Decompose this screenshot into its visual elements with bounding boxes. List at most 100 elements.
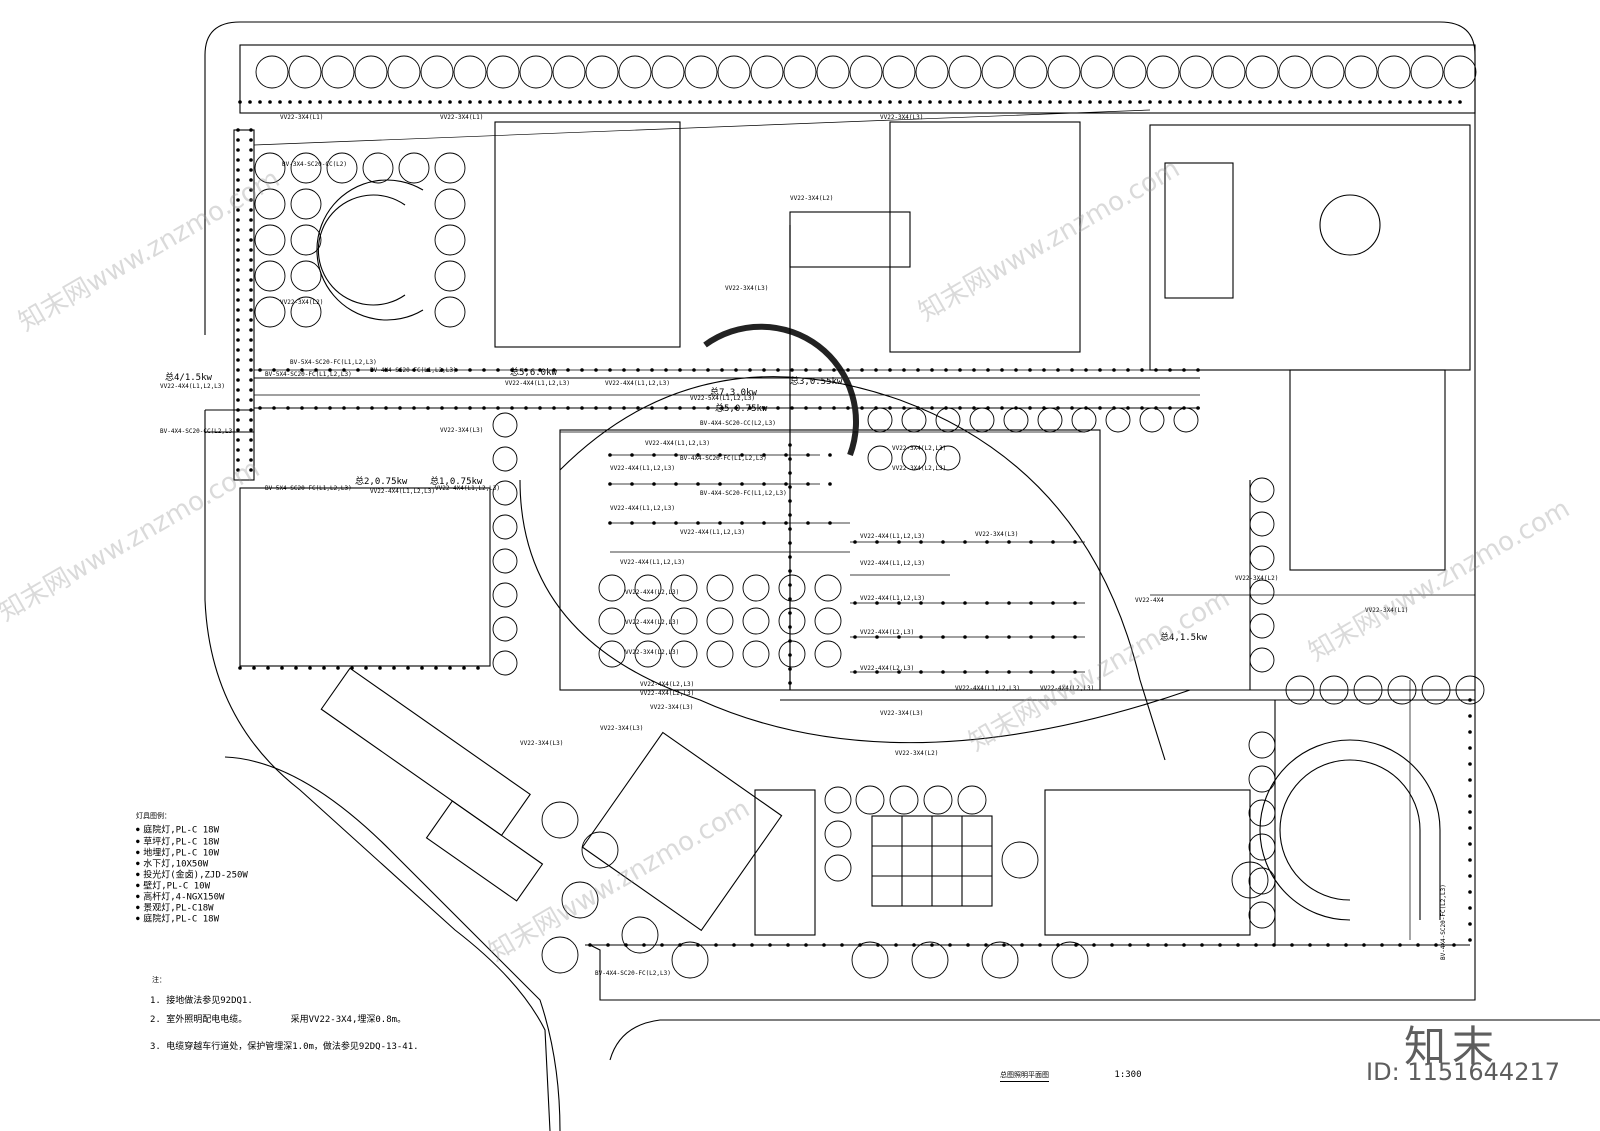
light-point (786, 943, 790, 947)
tree (1014, 55, 1048, 89)
light-point (1468, 874, 1472, 878)
tree (889, 785, 919, 815)
light-point (916, 406, 920, 410)
light-point (1218, 943, 1222, 947)
light-point (524, 406, 528, 410)
cable-label: VV22-4X4(L1,L2,L3) (680, 529, 745, 536)
tree (434, 296, 466, 328)
building-e (1289, 369, 1446, 571)
light-point (1098, 406, 1102, 410)
note-item: 2. 室外照明配电电缆。 采用VV22-3X4,埋深0.8m。 (150, 1015, 407, 1025)
light-point (1098, 100, 1102, 104)
tree (552, 55, 586, 89)
light-point (236, 268, 240, 272)
light-point (249, 318, 253, 322)
light-point (1182, 406, 1186, 410)
tree (783, 55, 817, 89)
light-point (236, 358, 240, 362)
light-point (510, 406, 514, 410)
light-point (888, 100, 892, 104)
tree (288, 55, 322, 89)
light-point (236, 308, 240, 312)
light-point (966, 943, 970, 947)
light-point (1110, 943, 1114, 947)
legend-item: 投光灯(金卤),ZJD-250W (136, 870, 248, 881)
tree (1212, 55, 1246, 89)
garden-arc-nw (316, 179, 424, 321)
light-point (1196, 406, 1200, 410)
light-point (236, 228, 240, 232)
light-point (249, 388, 253, 392)
light-point (928, 100, 932, 104)
light-point (1002, 943, 1006, 947)
light-point (462, 666, 466, 670)
tree (1179, 55, 1213, 89)
tree (969, 407, 995, 433)
tree (598, 574, 626, 602)
light-point (1078, 100, 1082, 104)
light-point (236, 298, 240, 302)
light-point (650, 406, 654, 410)
light-point (688, 100, 692, 104)
cable-label: BV-3X4-SC20-CC(L2) (282, 161, 347, 168)
light-point (1048, 100, 1052, 104)
cable-label: VV22-3X4(L3) (520, 740, 563, 747)
light-point (338, 100, 342, 104)
cable-label: VV22-4X4(L1,L2,L3) (860, 595, 925, 602)
light-point (478, 100, 482, 104)
tree (651, 55, 685, 89)
tree (1231, 861, 1269, 899)
tree (1410, 55, 1444, 89)
cable-label: VV22-4X4(L2,L3) (625, 589, 679, 596)
tree (1278, 55, 1312, 89)
tree (434, 188, 466, 220)
light-point (420, 666, 424, 670)
tree (290, 224, 322, 256)
tree (1001, 841, 1039, 879)
tree (255, 55, 289, 89)
light-point (678, 406, 682, 410)
light-point (748, 100, 752, 104)
tree (750, 55, 784, 89)
tree (492, 514, 518, 540)
outer-road-west (204, 410, 551, 1131)
tree (948, 55, 982, 89)
light-point (249, 358, 253, 362)
light-point (552, 406, 556, 410)
cable-label: VV22-4X4(L2,L3) (625, 619, 679, 626)
legend-item: 地埋灯,PL-C 10W (136, 848, 248, 859)
light-point (272, 406, 276, 410)
light-point (1084, 406, 1088, 410)
light-point (1008, 100, 1012, 104)
light-point (558, 100, 562, 104)
tree (492, 412, 518, 438)
light-point (1228, 100, 1232, 104)
resource-id: ID: 1151644217 (1366, 1058, 1560, 1086)
light-point (236, 128, 240, 132)
light-point (978, 100, 982, 104)
light-point (498, 100, 502, 104)
light-point (1056, 406, 1060, 410)
light-point (236, 468, 240, 472)
light-point (1468, 826, 1472, 830)
light-point (378, 100, 382, 104)
light-point (608, 100, 612, 104)
light-point (236, 338, 240, 342)
cable-label: BV-4X4-SC20-FC(L1,L2,L3) (370, 367, 457, 374)
light-point (236, 318, 240, 322)
light-point (434, 666, 438, 670)
cable-label: BV-5X4-SC20-FC(L1,L2,L3) (265, 371, 352, 378)
tree (901, 407, 927, 433)
light-point (1380, 943, 1384, 947)
light-point (998, 100, 1002, 104)
light-point (258, 406, 262, 410)
legend-item: 庭院灯,PL-C 18W (136, 825, 248, 836)
tree (981, 941, 1019, 979)
load-label: 总2,0.75kw (355, 475, 408, 487)
light-point (1020, 943, 1024, 947)
notes: 注： 1. 接地做法参见92DQ1. 2. 室外照明配电电缆。 采用VV22-3… (150, 975, 419, 1058)
light-point (1000, 406, 1004, 410)
light-point (518, 100, 522, 104)
cable-note: 采用VV22-3X4,埋深0.8m。 (290, 1015, 407, 1025)
light-point (1348, 100, 1352, 104)
